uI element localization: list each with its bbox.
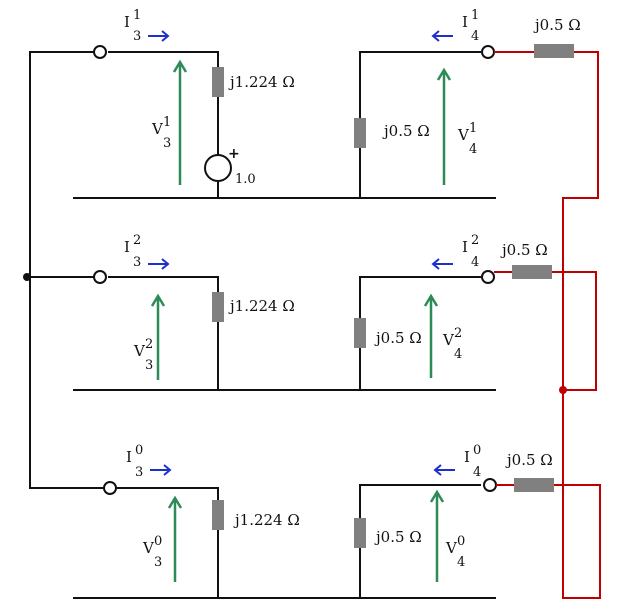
voltage-label-sub: 3 [163, 136, 171, 151]
current-label-sup: 2 [133, 233, 141, 248]
voltage-label-sub: 4 [469, 142, 477, 157]
voltage-arrow [150, 293, 166, 380]
voltage-label-sup: 2 [454, 326, 462, 341]
voltage-label-main: V [151, 120, 164, 138]
voltage-label-sup: 1 [163, 115, 171, 130]
voltage-label-main: V [445, 539, 458, 557]
wire [73, 484, 496, 599]
impedance-label-left: j1.224 Ω [228, 73, 295, 91]
current-label-sup: 0 [473, 443, 481, 458]
impedance-j05-shunt-resistor [354, 318, 366, 348]
current-arrow-left [431, 30, 453, 42]
positive-sequence-network: + 1.0 j1.224 Ω j0.5 Ω j0.5 Ω I 1 3 I 1 4… [73, 8, 581, 199]
left-common-bus [29, 51, 110, 489]
voltage-source [204, 154, 232, 182]
current-label-sub: 3 [135, 465, 143, 480]
voltage-arrow [429, 489, 445, 582]
negative-sequence-network: j1.224 Ω j0.5 Ω j0.5 Ω I 2 3 I 2 4 V 2 3… [73, 233, 548, 391]
voltage-label-main: V [457, 126, 470, 144]
current-label-main: I [126, 448, 132, 466]
current-label-sub: 3 [133, 255, 141, 270]
impedance-label-shunt: j0.5 Ω [374, 329, 422, 347]
current-label-main: I [124, 238, 130, 256]
current-label-sup: 2 [471, 233, 479, 248]
voltage-label-sub: 4 [457, 555, 465, 570]
current-label-main: I [464, 448, 470, 466]
current-label-main: I [462, 238, 468, 256]
current-label-main: I [462, 13, 468, 31]
impedance-label-series: j0.5 Ω [533, 16, 581, 34]
series-resistor-top [534, 44, 574, 58]
terminal-4 [483, 478, 497, 492]
impedance-j05-shunt-resistor [354, 518, 366, 548]
voltage-label-sup: 2 [145, 337, 153, 352]
voltage-label-sup: 1 [469, 121, 477, 136]
zero-sequence-network: j1.224 Ω j0.5 Ω j0.5 Ω I 0 3 I 0 4 V 0 3… [73, 443, 553, 599]
wire [73, 276, 496, 391]
voltage-label-sub: 3 [154, 555, 162, 570]
impedance-label-left: j1.224 Ω [233, 511, 300, 529]
voltage-arrow [172, 59, 188, 185]
terminal-4 [481, 270, 495, 284]
impedance-label-shunt: j0.5 Ω [382, 122, 430, 140]
current-arrow-left [431, 258, 453, 270]
impedance-label-series: j0.5 Ω [500, 241, 548, 259]
impedance-j1224-resistor [212, 67, 224, 97]
junction-dot [23, 273, 31, 281]
impedance-label-shunt: j0.5 Ω [374, 528, 422, 546]
current-label-sup: 1 [471, 8, 479, 23]
voltage-label-sub: 3 [145, 358, 153, 373]
source-polarity: + [228, 146, 240, 162]
impedance-label-left: j1.224 Ω [228, 297, 295, 315]
series-resistor-middle [512, 265, 552, 279]
current-arrow-left [433, 464, 455, 476]
voltage-label-sup: 0 [154, 534, 162, 549]
current-label-sub: 4 [473, 465, 481, 480]
terminal-3 [93, 45, 107, 59]
current-arrow-right [150, 464, 172, 476]
current-label-sub: 4 [471, 29, 479, 44]
red-wire-bottom [496, 390, 601, 599]
current-arrow-right [148, 30, 170, 42]
current-label-main: I [124, 13, 130, 31]
impedance-j05-shunt-resistor [354, 118, 366, 148]
voltage-label-sup: 0 [457, 534, 465, 549]
voltage-label-main: V [133, 342, 146, 360]
junction-dot [559, 386, 567, 394]
current-label-sub: 3 [133, 29, 141, 44]
terminal-3 [103, 481, 117, 495]
current-label-sub: 4 [471, 255, 479, 270]
impedance-label-series: j0.5 Ω [505, 451, 553, 469]
impedance-j1224-resistor [212, 500, 224, 530]
series-resistor-bottom [514, 478, 554, 492]
voltage-label-main: V [442, 331, 455, 349]
current-label-sup: 0 [135, 443, 143, 458]
terminal-3 [93, 270, 107, 284]
voltage-label-main: V [142, 539, 155, 557]
red-wire-top [494, 51, 599, 390]
series-interconnection [494, 44, 601, 599]
voltage-label-sub: 4 [454, 347, 462, 362]
current-arrow-right [148, 258, 170, 270]
current-label-sup: 1 [133, 8, 141, 23]
wire [73, 51, 496, 199]
impedance-j1224-resistor [212, 292, 224, 322]
terminal-4 [481, 45, 495, 59]
voltage-arrow [167, 495, 183, 582]
source-voltage-label: 1.0 [235, 172, 256, 187]
red-wire-middle [494, 271, 597, 391]
voltage-arrow [436, 67, 452, 185]
voltage-arrow [423, 293, 439, 378]
